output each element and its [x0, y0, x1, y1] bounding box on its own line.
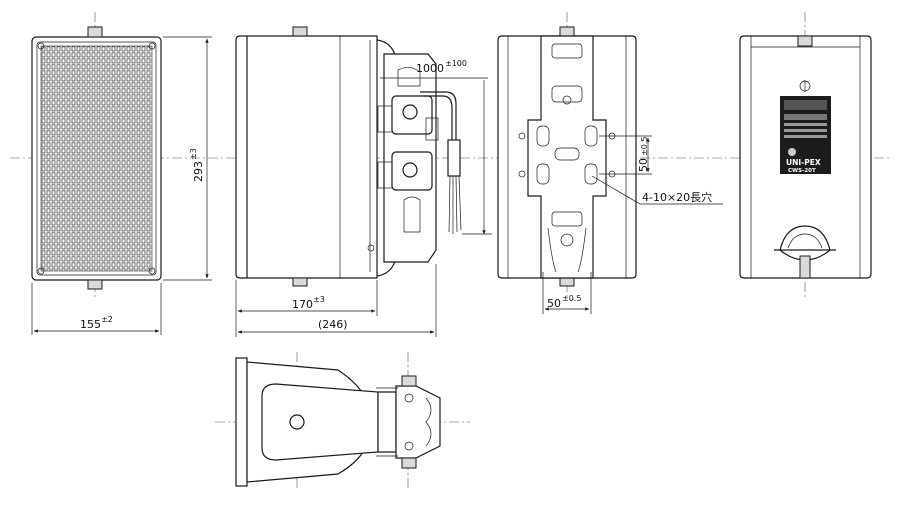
total-depth-value: (246) [318, 318, 348, 331]
bracket-horizontal-pitch-value: 50 [547, 297, 561, 310]
height-dimension: 293 ±3 [163, 36, 212, 281]
mounting-holes-label: 4-10×20長穴 [642, 190, 712, 204]
total-depth-dimension: (246) [237, 264, 437, 337]
rear-view: UNI-PEX CWS-20T [739, 35, 872, 279]
rear-label-model: CWS-20T [788, 168, 816, 174]
side-depth-dimension: 170 ±3 [235, 280, 378, 337]
top-view [235, 357, 441, 487]
bracket-vertical-pitch-dimension: 50 ±0.5 [599, 135, 652, 175]
mounting-holes-callout: 4-10×20長穴 [591, 175, 723, 205]
side-depth-tolerance: ±3 [313, 295, 325, 304]
front-width-dimension: 155 ±2 [31, 283, 162, 335]
rear-bracket-view [497, 26, 637, 287]
side-view [235, 26, 462, 287]
front-view [31, 26, 162, 290]
height-value: 293 [192, 161, 205, 182]
bracket-vertical-pitch-value: 50 [637, 158, 650, 172]
front-width-tolerance: ±2 [101, 315, 113, 324]
bracket-vertical-pitch-tolerance: ±0.5 [640, 137, 649, 156]
bracket-horizontal-pitch-dimension: 50 ±0.5 [542, 272, 592, 314]
cable-length-tolerance: ±100 [445, 59, 467, 68]
side-depth-value: 170 [292, 298, 313, 311]
cable-length-value: 1000 [416, 62, 444, 75]
bracket-horizontal-pitch-tolerance: ±0.5 [562, 294, 581, 303]
height-tolerance: ±3 [189, 148, 198, 160]
cable-length-dimension: 1000 ±100 [380, 59, 492, 235]
rear-label-brand: UNI-PEX [786, 158, 821, 167]
front-width-value: 155 [80, 318, 101, 331]
